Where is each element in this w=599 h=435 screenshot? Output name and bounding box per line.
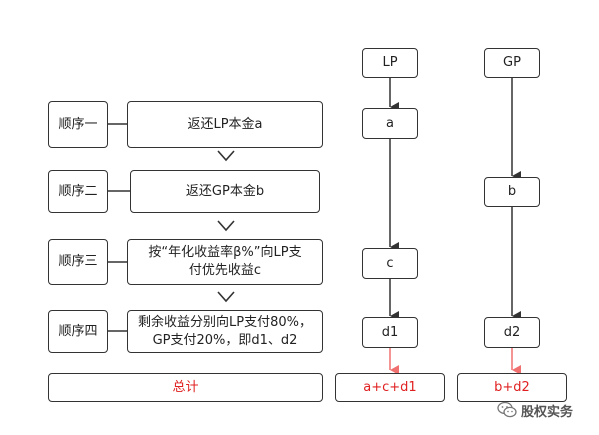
order-label-3: 顺序三 <box>48 239 108 285</box>
watermark-text: 股权实务 <box>521 404 574 420</box>
step-box-2: 返还GP本金b <box>130 170 320 213</box>
step-box-1: 返还LP本金a <box>127 101 323 148</box>
total-label: 总计 <box>48 373 323 402</box>
order-label-4: 顺序四 <box>48 310 108 353</box>
watermark: 股权实务 <box>497 398 595 422</box>
gp-item-d2: d2 <box>484 317 540 348</box>
lp-item-a: a <box>362 108 418 139</box>
lp-sum: a+c+d1 <box>335 373 445 402</box>
chevron-down-icon <box>217 291 235 303</box>
gp-sum: b+d2 <box>457 373 567 402</box>
order-label-1: 顺序一 <box>48 101 108 148</box>
chevron-down-icon <box>217 150 235 162</box>
order-label-2: 顺序二 <box>48 170 108 213</box>
wechat-icon <box>497 401 517 418</box>
lp-item-c: c <box>362 248 418 279</box>
gp-head: GP <box>484 48 540 78</box>
chevron-down-icon <box>217 220 235 232</box>
lp-head: LP <box>362 48 418 78</box>
step-box-4: 剩余收益分别向LP支付80%， GP支付20%，即d1、d2 <box>127 310 323 353</box>
gp-item-b: b <box>484 177 540 207</box>
lp-item-d1: d1 <box>362 317 418 348</box>
step-box-3: 按“年化收益率β%”向LP支 付优先收益c <box>127 239 323 285</box>
